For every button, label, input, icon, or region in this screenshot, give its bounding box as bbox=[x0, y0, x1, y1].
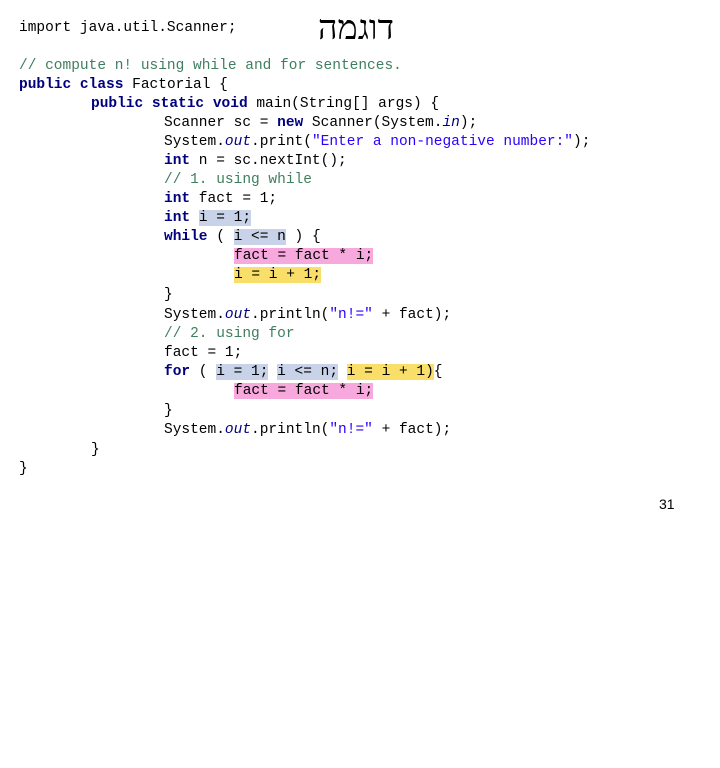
code-text: Scanner(System. bbox=[303, 115, 443, 131]
highlight-increment: i = i + 1; bbox=[234, 267, 322, 283]
highlight-condition: i <= n; bbox=[277, 364, 339, 380]
code-text: + fact); bbox=[372, 422, 452, 438]
code-line-fact-mul: fact = fact * i; bbox=[234, 382, 374, 401]
code-block: import java.util.Scanner; // compute n! … bbox=[19, 0, 590, 768]
string-literal: "n!=" bbox=[329, 307, 373, 323]
class-declaration: Factorial { bbox=[123, 77, 228, 93]
string-literal: "Enter a non-negative number:" bbox=[311, 134, 573, 150]
code-text: ); bbox=[459, 115, 478, 131]
code-text: fact = 1; bbox=[164, 345, 243, 361]
code-text: System. bbox=[164, 134, 225, 150]
code-text: n = sc.nextInt(); bbox=[190, 153, 347, 169]
code-line-println: System.out.println("n!=" + fact); bbox=[164, 421, 451, 440]
keyword: void bbox=[212, 96, 248, 112]
highlight-increment: i = i + 1) bbox=[346, 364, 434, 380]
import-statement: import java.util.Scanner; bbox=[19, 20, 237, 36]
code-line-close: } bbox=[164, 402, 173, 421]
static-field: out bbox=[224, 134, 252, 150]
code-line-close: } bbox=[19, 460, 28, 479]
keyword: new bbox=[277, 115, 304, 131]
code-comment: // 2. using for bbox=[164, 326, 295, 342]
code-text: .println( bbox=[251, 307, 330, 323]
static-field: out bbox=[224, 307, 252, 323]
closing-brace: } bbox=[19, 461, 28, 477]
string-literal: "n!=" bbox=[329, 422, 373, 438]
keyword: for bbox=[164, 364, 191, 380]
code-line-class: public class Factorial { bbox=[19, 76, 228, 95]
closing-brace: } bbox=[164, 287, 173, 303]
code-text: fact = 1; bbox=[190, 191, 278, 207]
code-line-read-n: int n = sc.nextInt(); bbox=[164, 152, 347, 171]
code-line-scanner: Scanner sc = new Scanner(System.in); bbox=[164, 114, 477, 133]
code-text: .print( bbox=[251, 134, 312, 150]
keyword: int bbox=[164, 191, 191, 207]
highlight-condition: i <= n bbox=[233, 229, 286, 245]
code-line-println: System.out.println("n!=" + fact); bbox=[164, 306, 451, 325]
code-line-while: while ( i <= n ) { bbox=[164, 228, 321, 247]
code-line-close: } bbox=[164, 286, 173, 305]
highlight-init: i = 1; bbox=[216, 364, 269, 380]
highlight-init: i = 1; bbox=[198, 210, 252, 226]
code-text: System. bbox=[164, 422, 225, 438]
keyword: int bbox=[164, 153, 191, 169]
code-text: + fact); bbox=[372, 307, 452, 323]
code-line-comment: // 2. using for bbox=[164, 325, 295, 344]
code-text: ( bbox=[207, 229, 234, 245]
code-comment: // compute n! using while and for senten… bbox=[19, 58, 402, 74]
highlight-body: fact = fact * i; bbox=[234, 383, 374, 399]
highlight-body: fact = fact * i; bbox=[234, 248, 374, 264]
code-line-fact-reset: fact = 1; bbox=[164, 344, 242, 363]
keyword: class bbox=[79, 77, 124, 93]
closing-brace: } bbox=[91, 442, 100, 458]
code-text: .println( bbox=[251, 422, 330, 438]
code-line-print: System.out.print("Enter a non-negative n… bbox=[164, 133, 590, 152]
code-comment: // 1. using while bbox=[164, 172, 312, 188]
code-text: ); bbox=[573, 134, 591, 150]
keyword: public bbox=[19, 77, 72, 93]
code-line-close: } bbox=[91, 441, 100, 460]
code-line-comment: // 1. using while bbox=[164, 171, 312, 190]
code-line-comment: // compute n! using while and for senten… bbox=[19, 57, 402, 76]
closing-brace: } bbox=[164, 403, 173, 419]
code-text: { bbox=[433, 364, 443, 380]
page-number: 31 bbox=[659, 496, 675, 512]
code-text: System. bbox=[164, 307, 225, 323]
code-line-i-decl: int i = 1; bbox=[164, 209, 252, 228]
code-text: Scanner sc = bbox=[164, 115, 278, 131]
keyword: static bbox=[151, 96, 205, 112]
code-line-fact-decl: int fact = 1; bbox=[164, 190, 277, 209]
slide-title: דוגמה bbox=[318, 8, 394, 48]
main-signature: main(String[] args) { bbox=[247, 96, 440, 112]
keyword: while bbox=[164, 229, 208, 245]
static-field: out bbox=[224, 422, 252, 438]
code-line-main: public static void main(String[] args) { bbox=[91, 95, 439, 114]
code-line-fact-mul: fact = fact * i; bbox=[234, 247, 374, 266]
code-text: ) { bbox=[285, 229, 321, 245]
code-line-import: import java.util.Scanner; bbox=[19, 19, 237, 38]
code-line-for: for ( i = 1; i <= n; i = i + 1){ bbox=[164, 363, 442, 382]
static-field: in bbox=[442, 115, 460, 131]
keyword: public bbox=[91, 96, 144, 112]
keyword: int bbox=[164, 210, 191, 226]
code-text: ( bbox=[190, 364, 217, 380]
code-line-i-inc: i = i + 1; bbox=[234, 266, 322, 285]
